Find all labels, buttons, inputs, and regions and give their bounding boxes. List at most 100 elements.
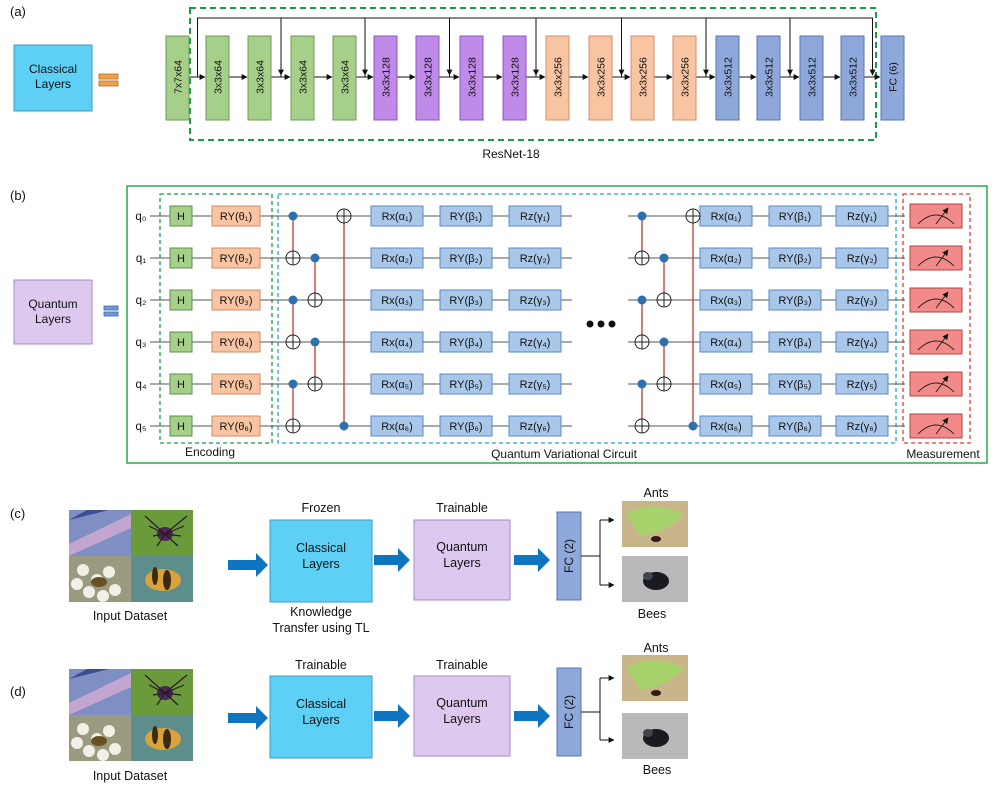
rz-gate-label: Rz(γ₂) xyxy=(847,253,878,265)
meter-arc xyxy=(917,256,955,267)
ry-gate xyxy=(439,331,493,353)
hadamard-gate xyxy=(169,373,193,395)
panel-b: (b) Quantum Layers Encoding Quantum Vari… xyxy=(10,185,988,464)
panel-a-label: (a) xyxy=(10,4,26,19)
ry-encoding-gate-label: RY(θ₅) xyxy=(220,379,253,391)
conv-layer-label: 3x3x256 xyxy=(680,57,692,97)
qubit-label: q₂ xyxy=(136,295,147,307)
spider-leg xyxy=(148,525,166,535)
qubit-label: q₅ xyxy=(135,421,146,433)
cnot-control xyxy=(339,421,349,431)
rz-gate xyxy=(508,415,562,437)
encoding-dashed-box xyxy=(159,193,273,444)
rz-gate-label: Rz(γ₃) xyxy=(847,295,878,307)
ry-gate xyxy=(768,205,822,227)
encoding-label: Encoding xyxy=(185,445,235,459)
measurement-gate xyxy=(909,413,963,439)
flower xyxy=(77,564,89,576)
cnot-control xyxy=(288,295,298,305)
measurement-dashed-box xyxy=(902,193,971,444)
conv-layer-label: 3x3x64 xyxy=(298,60,310,94)
classical-state-d: Trainable xyxy=(295,658,347,672)
meter-arc xyxy=(917,382,955,393)
rz-gate-label: Rz(γ₆) xyxy=(520,421,551,433)
measurement-label: Measurement xyxy=(906,447,980,461)
meter-needle xyxy=(935,375,949,393)
flower xyxy=(103,566,115,578)
measurement-gate xyxy=(909,245,963,271)
cnot-control xyxy=(637,295,647,305)
hadamard-gate-label: H xyxy=(177,253,185,265)
rz-gate-label: Rz(γ₁) xyxy=(847,211,877,223)
ry-gate-label: RY(β₆) xyxy=(778,421,811,433)
quantum-layers-c-line1: Quantum xyxy=(436,540,487,554)
rz-gate-label: Rz(γ₁) xyxy=(520,211,550,223)
ant-image-d xyxy=(622,655,688,701)
qubit-label: q₃ xyxy=(135,337,146,349)
conv-layer-label: 3x3x512 xyxy=(848,57,860,97)
meter-needle xyxy=(935,249,949,267)
conv-layer xyxy=(715,35,740,121)
hadamard-gate xyxy=(169,331,193,353)
quantum-layers-box-b: Quantum Layers xyxy=(13,279,93,345)
input-dataset-image-d xyxy=(69,669,193,761)
conv-layer-label: 3x3x512 xyxy=(807,57,819,97)
spider-leg xyxy=(148,684,166,694)
ry-gate xyxy=(439,415,493,437)
quantum-state-d: Trainable xyxy=(436,658,488,672)
rz-gate xyxy=(508,331,562,353)
quantum-layers-label-2: Layers xyxy=(35,312,71,326)
spider-leg xyxy=(156,692,166,706)
rz-gate xyxy=(835,415,889,437)
arrow-input-to-classical-c xyxy=(228,553,268,577)
ry-gate-label: RY(β₃) xyxy=(449,295,482,307)
conv-layer-label: 3x3x128 xyxy=(423,57,435,97)
quantum-layers-d-line1: Quantum xyxy=(436,696,487,710)
ry-encoding-gate-label: RY(θ₂) xyxy=(220,253,253,265)
ry-gate xyxy=(768,289,822,311)
classical-layers-c-line1: Classical xyxy=(296,541,346,555)
measurement-gate xyxy=(909,203,963,229)
conv-layer-label: 3x3x128 xyxy=(467,57,479,97)
ry-gate-label: RY(β₅) xyxy=(778,379,811,391)
conv-layer-label: 3x3x64 xyxy=(255,60,267,94)
spider-leg xyxy=(164,692,182,696)
cnot-control xyxy=(659,253,669,263)
ry-gate-label: RY(β₁) xyxy=(779,211,811,223)
rx-gate-label: Rx(α₃) xyxy=(710,295,742,307)
rz-gate-label: Rz(γ₃) xyxy=(520,295,551,307)
meter-arc xyxy=(917,214,955,225)
ant-image-c xyxy=(622,501,688,547)
rz-gate xyxy=(508,289,562,311)
rx-gate-label: Rx(α₁) xyxy=(382,211,413,223)
transfer-label-line1: Knowledge xyxy=(290,605,352,619)
conv-layer-label: 3x3x256 xyxy=(596,57,608,97)
fc-label-c: FC (2) xyxy=(562,539,576,573)
rz-gate-label: Rz(γ₅) xyxy=(520,379,551,391)
ry-gate xyxy=(439,205,493,227)
conv-layer xyxy=(205,35,230,121)
output-label-bottom-d: Bees xyxy=(643,763,672,777)
ry-gate-label: RY(β₁) xyxy=(450,211,482,223)
qubit-label: q₁ xyxy=(136,253,146,265)
rz-gate xyxy=(835,205,889,227)
input-dataset-image-c xyxy=(69,510,193,602)
spider-leg xyxy=(164,533,182,537)
cnot-control xyxy=(310,337,320,347)
rx-gate xyxy=(699,415,753,437)
fc-layer-label: FC (6) xyxy=(888,62,900,92)
fc-layer xyxy=(880,35,905,121)
rz-gate xyxy=(508,373,562,395)
bee-wing xyxy=(643,729,653,737)
fc-output-branches-d xyxy=(581,675,615,743)
arrow-quantum-to-fc-c xyxy=(514,548,550,572)
hadamard-gate xyxy=(169,247,193,269)
classical-layers-label-1: Classical xyxy=(29,62,77,76)
ry-gate-label: RY(β₂) xyxy=(449,253,482,265)
conv-layer xyxy=(502,35,527,121)
conv-layer xyxy=(332,35,357,121)
classical-layers-box-a: Classical Layers xyxy=(13,44,93,112)
hadamard-gate-label: H xyxy=(177,421,185,433)
